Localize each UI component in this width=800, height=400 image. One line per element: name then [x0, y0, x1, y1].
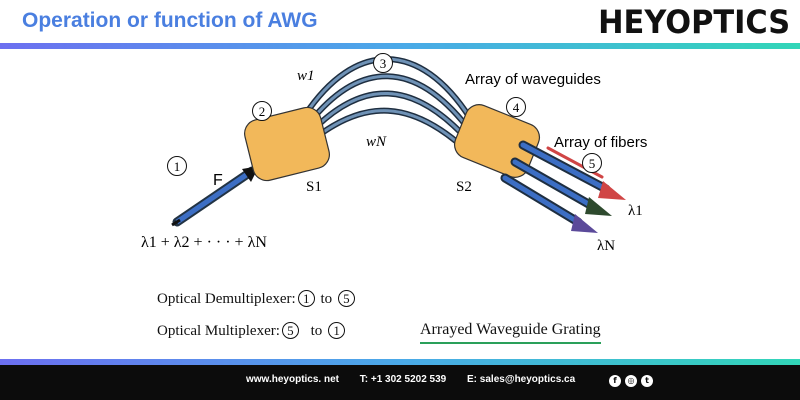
lambdaN-arrow	[571, 214, 598, 233]
facebook-icon[interactable]: f	[609, 375, 621, 387]
marker-3: 3	[373, 53, 393, 73]
wn-label: wN	[366, 134, 387, 150]
input-f-label: F	[213, 172, 223, 189]
marker-5: 5	[582, 153, 602, 173]
footer-divider	[0, 359, 800, 365]
awg-label: Arrayed Waveguide Grating	[420, 321, 601, 344]
waveguide-array	[302, 56, 473, 151]
marker-4: 4	[506, 97, 526, 117]
demux-prefix: Optical Demultiplexer:	[157, 291, 296, 307]
coupler-s1	[244, 106, 330, 182]
awg-diagram: 1 2 3 4 5 F w1 wN S1 S2 Array of wavegui…	[141, 53, 647, 254]
svg-text:5: 5	[589, 156, 596, 171]
mux-from-marker: 5	[281, 322, 299, 339]
heyoptics-logo: HEYOPTICS	[597, 3, 790, 41]
twitter-icon[interactable]: t	[641, 375, 653, 387]
svg-text:3: 3	[380, 56, 387, 71]
svg-text:1: 1	[174, 159, 181, 174]
demux-to-word: to	[320, 291, 333, 307]
footer: www.heyoptics. net T: +1 302 5202 539 E:…	[0, 365, 800, 400]
svg-text:4: 4	[513, 100, 520, 115]
array-waveguides-label: Array of waveguides	[465, 71, 601, 88]
footer-contacts: www.heyoptics. net T: +1 302 5202 539 E:…	[246, 374, 593, 385]
lambda1-arrow	[598, 181, 626, 200]
marker-2: 2	[252, 101, 272, 121]
lambda-mid-arrow	[585, 197, 612, 216]
lambdan-label: λN	[597, 238, 615, 254]
marker-1: 1	[167, 156, 187, 176]
phone-number: T: +1 302 5202 539	[359, 374, 447, 385]
lambda1-label: λ1	[628, 203, 643, 219]
mux-to-marker: 1	[328, 322, 346, 339]
s1-label: S1	[306, 179, 322, 195]
mux-prefix: Optical Multiplexer:	[157, 323, 280, 339]
social-links: f ◎ t	[609, 375, 653, 387]
email-link[interactable]: E: sales@heyoptics.ca	[467, 374, 576, 385]
svg-text:2: 2	[259, 104, 266, 119]
demux-from-marker: 1	[297, 290, 315, 307]
instagram-icon[interactable]: ◎	[625, 375, 637, 387]
demux-to-marker: 5	[337, 290, 355, 307]
website-link[interactable]: www.heyoptics. net	[246, 374, 339, 385]
w1-label: w1	[297, 68, 315, 84]
mux-legend: Optical Multiplexer:5 to 1	[157, 322, 347, 340]
mux-to-word: to	[310, 323, 323, 339]
header-divider	[0, 43, 800, 49]
page-title: Operation or function of AWG	[22, 9, 318, 32]
input-signal-label: λ1 + λ2 + · · · + λN	[141, 234, 267, 251]
demux-legend: Optical Demultiplexer:1 to 5	[157, 290, 357, 308]
array-fibers-label: Array of fibers	[554, 134, 647, 151]
s2-label: S2	[456, 179, 472, 195]
